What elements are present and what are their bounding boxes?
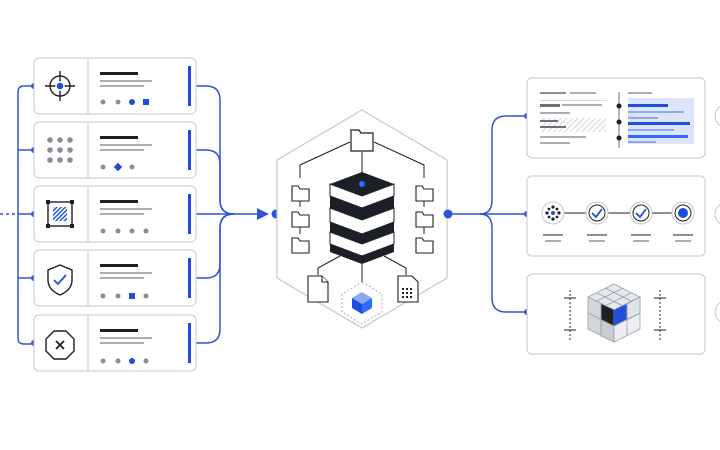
folder-icon: [350, 129, 374, 152]
grid-document-icon: [397, 275, 419, 303]
check-step-icon: [585, 201, 609, 225]
folder-icon: [291, 185, 310, 202]
right-card-cube[interactable]: [526, 273, 706, 355]
right-edge-partial-circles: [714, 106, 720, 322]
cube-3d-icon: [564, 283, 666, 343]
server-stack-icon: [329, 172, 395, 264]
folder-icon: [415, 237, 434, 254]
right-card-table[interactable]: [526, 77, 706, 159]
octagon-x-icon: [45, 330, 75, 360]
hub-connectors: [299, 141, 425, 282]
hub-left-folders: [291, 185, 310, 254]
shield-check-icon: [47, 264, 73, 296]
left-card-1[interactable]: [33, 57, 197, 115]
left-card-4[interactable]: [33, 249, 197, 307]
left-card-5[interactable]: [33, 314, 197, 372]
table-compare-icon: [540, 92, 694, 148]
left-connectors: [0, 85, 269, 345]
left-card-3[interactable]: [33, 185, 197, 243]
document-icon: [307, 275, 329, 303]
dot-grid-icon: [47, 137, 73, 163]
dots-step-icon: [541, 201, 565, 225]
right-connectors: [448, 115, 527, 313]
check-step-icon: [629, 201, 653, 225]
progress-steps-icon: [541, 201, 695, 242]
folder-icon: [291, 237, 310, 254]
folder-icon: [415, 211, 434, 228]
hatched-square-icon: [46, 200, 74, 228]
folder-icon: [415, 185, 434, 202]
target-step-icon: [671, 201, 695, 225]
hub-right-folders: [415, 185, 434, 254]
right-card-steps[interactable]: [526, 175, 706, 257]
folder-icon: [291, 211, 310, 228]
left-card-2[interactable]: [33, 121, 197, 179]
cube-icon: [341, 281, 383, 325]
target-icon: [45, 71, 75, 101]
